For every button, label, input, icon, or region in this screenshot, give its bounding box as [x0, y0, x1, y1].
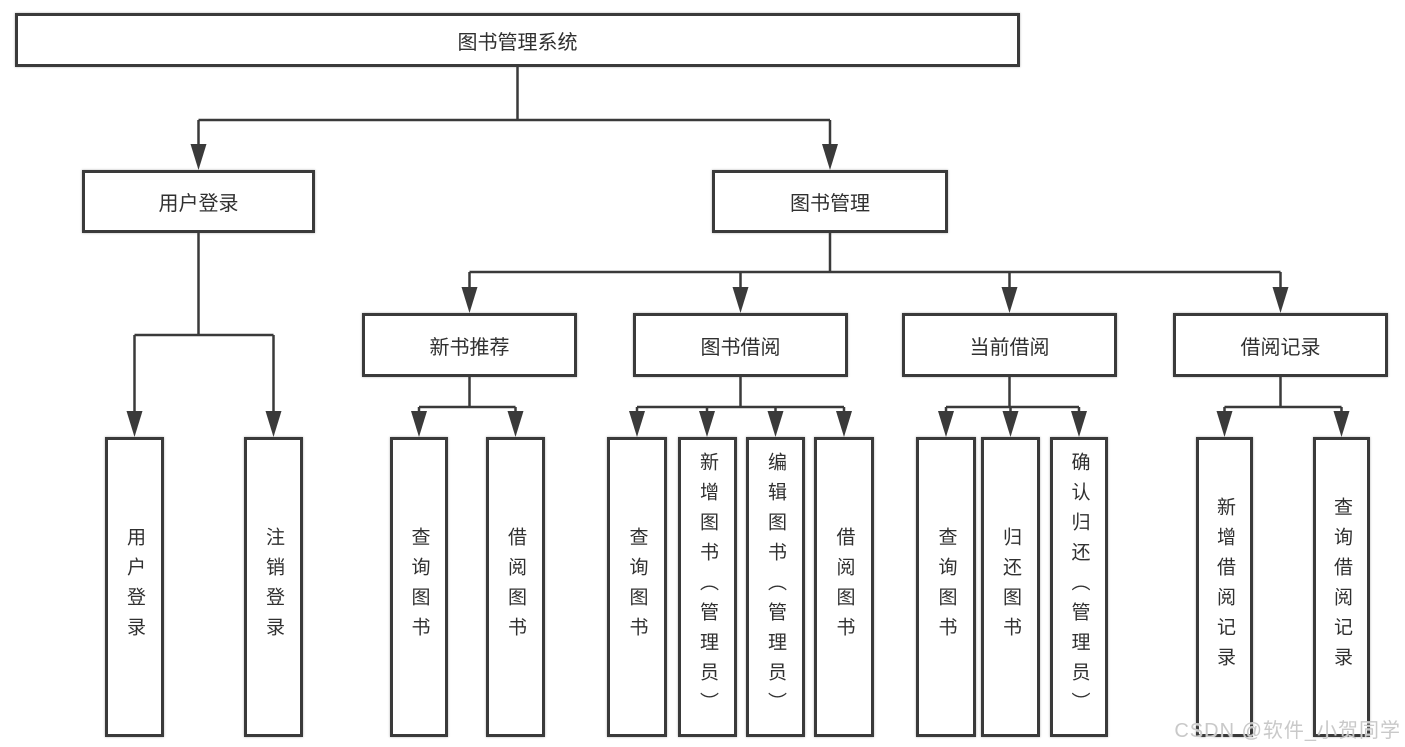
connector-current-borrow-to-leaves	[944, 377, 1081, 413]
leaf-logout: 注销登录	[244, 437, 303, 737]
node-current-borrow: 当前借阅	[902, 313, 1117, 377]
node-root-library-system: 图书管理系统	[15, 13, 1020, 67]
leaf-add-books-admin: 新增图书（管理员）	[678, 437, 737, 737]
node-user-login: 用户登录	[82, 170, 315, 233]
connector-book-management-to-level3	[468, 233, 1282, 289]
connector-root-to-level2	[197, 67, 832, 146]
leaf-confirm-return-admin: 确认归还（管理员）	[1050, 437, 1108, 737]
leaf-user-login: 用户登录	[105, 437, 164, 737]
leaf-borrow-books-recommend: 借阅图书	[486, 437, 545, 737]
leaf-query-books-current: 查询图书	[916, 437, 976, 737]
leaf-query-books-recommend: 查询图书	[390, 437, 448, 737]
connector-book-borrow-to-leaves	[635, 377, 846, 413]
node-new-book-recommend: 新书推荐	[362, 313, 577, 377]
connector-new-book-to-leaves	[417, 377, 517, 413]
node-book-borrow: 图书借阅	[633, 313, 848, 377]
leaf-query-borrow-record: 查询借阅记录	[1313, 437, 1370, 737]
csdn-watermark: CSDN @软件_小贺同学	[1174, 720, 1401, 742]
leaf-query-books-borrow: 查询图书	[607, 437, 667, 737]
leaf-add-borrow-record: 新增借阅记录	[1196, 437, 1253, 737]
connector-user-login-to-leaves	[133, 233, 275, 413]
node-book-management: 图书管理	[712, 170, 948, 233]
leaf-borrow-books: 借阅图书	[814, 437, 874, 737]
connector-borrow-records-to-leaves	[1223, 377, 1343, 413]
leaf-return-books: 归还图书	[981, 437, 1040, 737]
node-borrow-records: 借阅记录	[1173, 313, 1388, 377]
leaf-edit-books-admin: 编辑图书（管理员）	[746, 437, 805, 737]
